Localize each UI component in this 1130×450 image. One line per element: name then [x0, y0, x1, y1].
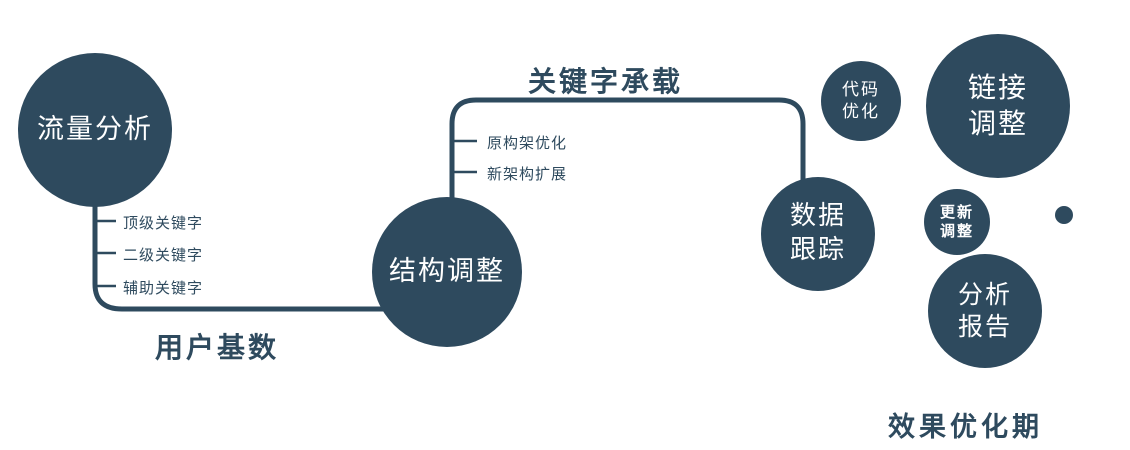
- caption-effect-optimization: 效果优化期: [888, 412, 1043, 443]
- node-structure-adjust: 结构调整: [372, 197, 522, 347]
- branch-label-aux-keyword: 辅助关键字: [123, 279, 204, 297]
- node-link-adjust: 链接 调整: [926, 34, 1070, 178]
- edge-label-keyword-carry: 关键字承载: [528, 65, 684, 98]
- branch-label-new-arch: 新架构扩展: [487, 165, 568, 183]
- branch-label-second-keyword: 二级关键字: [123, 246, 204, 264]
- connector-structure-to-tracking: [449, 97, 806, 204]
- node-update-adjust: 更新 调整: [924, 189, 990, 255]
- node-code-optimize-line1: 代码: [842, 79, 880, 100]
- node-code-optimize-line2: 优化: [842, 102, 880, 122]
- branch-label-orig-arch: 原构架优化: [487, 134, 568, 152]
- connector-traffic-to-structure: [92, 200, 396, 312]
- node-analysis-report: 分析 报告: [928, 254, 1042, 368]
- node-code-optimize: 代码 优化: [821, 61, 901, 141]
- node-traffic-analysis: 流量分析: [18, 53, 172, 207]
- node-update-adjust-line2: 调整: [939, 222, 974, 240]
- node-traffic-analysis-label: 流量分析: [37, 114, 153, 146]
- node-link-adjust-line2: 调整: [967, 107, 1028, 140]
- node-analysis-report-line1: 分析: [957, 279, 1012, 309]
- node-data-tracking-line1: 数据: [789, 201, 846, 232]
- bullet-dot: [1055, 206, 1073, 224]
- node-link-adjust-line1: 链接: [967, 70, 1028, 104]
- node-analysis-report-line2: 报告: [957, 312, 1012, 341]
- node-structure-adjust-label: 结构调整: [389, 256, 505, 288]
- node-update-adjust-line1: 更新: [939, 202, 974, 221]
- edge-label-user-base: 用户基数: [155, 331, 280, 364]
- node-data-tracking-line2: 跟踪: [789, 235, 846, 265]
- branch-label-top-keyword: 顶级关键字: [123, 214, 204, 232]
- node-data-tracking: 数据 跟踪: [761, 177, 875, 291]
